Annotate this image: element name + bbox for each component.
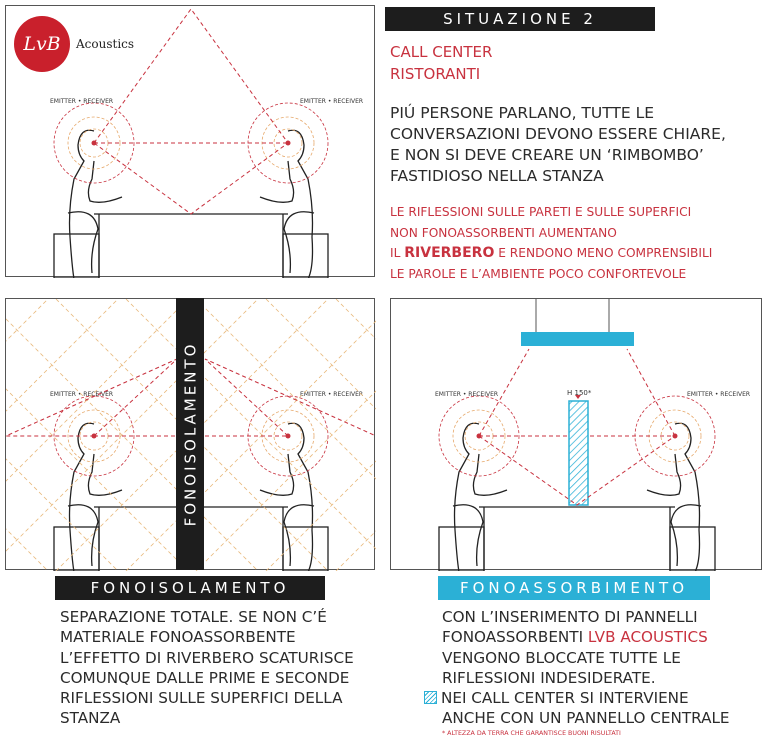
logo-mark: LvB xyxy=(14,16,70,72)
emitter-receiver-label: EMITTER • RECEIVER xyxy=(50,98,113,105)
text-line: NEI CALL CENTER SI INTERVIENE xyxy=(424,688,730,708)
text-line: ANCHE CON UN PANNELLO CENTRALE xyxy=(442,709,730,728)
sound-wave-ring xyxy=(67,116,121,170)
warning-line: LE PAROLE E L’AMBIENTE POCO CONFORTEVOLE xyxy=(390,266,687,281)
text-line: MATERIALE FONOASSORBENTE xyxy=(60,628,296,647)
situation-title: SITUAZIONE 2 xyxy=(443,10,597,28)
text-line: COMUNQUE DALLE PRIME E SECONDE xyxy=(60,668,350,687)
height-marker-icon xyxy=(575,395,581,399)
absorption-text: CON L’INSERIMENTO DI PANNELLI FONOASSORB… xyxy=(424,607,730,738)
sound-path xyxy=(265,299,376,410)
intro-text: PIÚ PERSONE PARLANO, TUTTE LE CONVERSAZI… xyxy=(390,103,726,187)
sound-path xyxy=(93,8,289,215)
emitter-receiver-label: EMITTER • RECEIVER xyxy=(687,391,750,398)
category: RISTORANTI xyxy=(390,65,481,83)
intro-line: FASTIDIOSO NELLA STANZA xyxy=(390,167,604,185)
isolation-title-bar: FONOISOLAMENTO xyxy=(55,576,325,600)
absorption-title: FONOASSORBIMENTO xyxy=(459,579,689,597)
chair xyxy=(53,233,100,278)
text-line: FONOASSORBENTI LvB ACOUSTICS xyxy=(424,627,730,647)
person-silhouette xyxy=(646,422,702,571)
sound-wave-ring xyxy=(53,395,135,477)
sound-wave-ring xyxy=(452,409,506,463)
warning-line: IL RIVERBERO E RENDONO MENO COMPRENSIBIL… xyxy=(390,243,712,264)
sound-path xyxy=(6,458,119,571)
person-silhouette xyxy=(452,422,508,571)
text-line: RIFLESSIONI SULLE SUPERFICI DELLA xyxy=(60,689,343,708)
sound-path xyxy=(335,299,376,340)
sound-path xyxy=(125,299,376,550)
category: CALL CENTER xyxy=(390,43,493,61)
intro-line: CONVERSAZIONI DEVONO ESSERE CHIARE, xyxy=(390,125,726,143)
absorption-title-bar: FONOASSORBIMENTO xyxy=(438,576,710,600)
wall-label: FONOISOLAMENTO xyxy=(181,341,200,527)
warning-pre: IL xyxy=(390,246,405,260)
intro-line: PIÚ PERSONE PARLANO, TUTTE LE xyxy=(390,104,655,122)
sound-path xyxy=(6,318,259,571)
chair xyxy=(438,526,485,571)
text-line: VENGONO BLOCCATE TUTTE LE xyxy=(442,648,681,667)
sound-wave-ring xyxy=(53,102,135,184)
sound-path xyxy=(265,460,376,571)
diagram-sound-absorption: EMITTER • RECEIVER EMITTER • RECEIVER H 1… xyxy=(390,298,762,571)
sound-wave-ring xyxy=(438,395,520,477)
text-line: STANZA xyxy=(60,709,121,728)
text-line: SEPARAZIONE TOTALE. SE NON C’É xyxy=(60,608,327,626)
central-absorber-panel xyxy=(568,400,589,506)
intro-line: E NON SI DEVE CREARE UN ‘RIMBOMBO’ xyxy=(390,146,704,164)
person-silhouette xyxy=(259,422,315,571)
emitter-receiver-label: EMITTER • RECEIVER xyxy=(300,98,363,105)
text-line: RIFLESSIONI INDESIDERATE. xyxy=(442,668,656,687)
text-line: CON L’INSERIMENTO DI PANNELLI xyxy=(442,608,698,626)
person-silhouette xyxy=(67,129,123,278)
sound-path xyxy=(204,358,376,437)
riverbero-emphasis: RIVERBERO xyxy=(404,245,495,261)
emitter-receiver-label: EMITTER • RECEIVER xyxy=(435,391,498,398)
sound-path xyxy=(478,435,676,506)
ceiling-absorber-panel xyxy=(521,332,634,346)
warning-post: E RENDONO MENO COMPRENSIBILI xyxy=(494,246,713,260)
diagram-reverberation: EMITTER • RECEIVER EMITTER • RECEIVER LvB… xyxy=(5,5,375,278)
brand-name: LvB ACOUSTICS xyxy=(587,628,708,647)
sound-path xyxy=(125,320,376,571)
chair xyxy=(53,526,100,571)
warning-line: NON FONOASSORBENTI AUMENTANO xyxy=(390,225,617,240)
text-pre: FONOASSORBENTI xyxy=(442,628,588,647)
sound-path xyxy=(6,299,119,412)
situation-header: SITUAZIONE 2 xyxy=(385,7,655,31)
sound-path xyxy=(335,530,376,571)
person-silhouette xyxy=(259,129,315,278)
footnote: * ALTEZZA DA TERRA CHE GARANTISCE BUONI … xyxy=(442,729,621,737)
isolation-text: SEPARAZIONE TOTALE. SE NON C’É MATERIALE… xyxy=(60,607,354,729)
scene-1: EMITTER • RECEIVER EMITTER • RECEIVER xyxy=(50,8,363,278)
categories: CALL CENTER RISTORANTI xyxy=(390,41,492,85)
scene-3: EMITTER • RECEIVER EMITTER • RECEIVER xyxy=(435,299,750,571)
chair xyxy=(669,526,716,571)
panel-height-label: H 150* xyxy=(567,389,592,397)
sound-path xyxy=(478,348,530,437)
sound-path xyxy=(626,348,676,437)
logo-word: Acoustics xyxy=(76,37,135,51)
sound-path xyxy=(6,358,178,437)
warning-line: LE RIFLESSIONI SULLE PARETI E SULLE SUPE… xyxy=(390,205,692,219)
sound-wave-ring xyxy=(273,421,303,451)
warning-text: LE RIFLESSIONI SULLE PARETI E SULLE SUPE… xyxy=(390,202,712,284)
hatched-panel-icon xyxy=(424,691,437,705)
chair xyxy=(282,233,329,278)
isolation-title: FONOISOLAMENTO xyxy=(90,579,290,597)
sound-path xyxy=(6,299,189,482)
isolation-wall: FONOISOLAMENTO xyxy=(176,298,204,570)
text-line: L’EFFETTO DI RIVERBERO SCATURISCE xyxy=(60,648,354,667)
sound-path xyxy=(6,299,259,552)
sound-path xyxy=(195,390,376,571)
sound-wave-ring xyxy=(273,128,303,158)
sound-wave-ring xyxy=(660,421,690,451)
emitter-receiver-label: EMITTER • RECEIVER xyxy=(300,391,363,398)
logo: LvB Acoustics xyxy=(14,16,134,72)
chair xyxy=(282,526,329,571)
text-content: NEI CALL CENTER SI INTERVIENE xyxy=(441,689,689,708)
sound-wave-ring xyxy=(67,409,121,463)
